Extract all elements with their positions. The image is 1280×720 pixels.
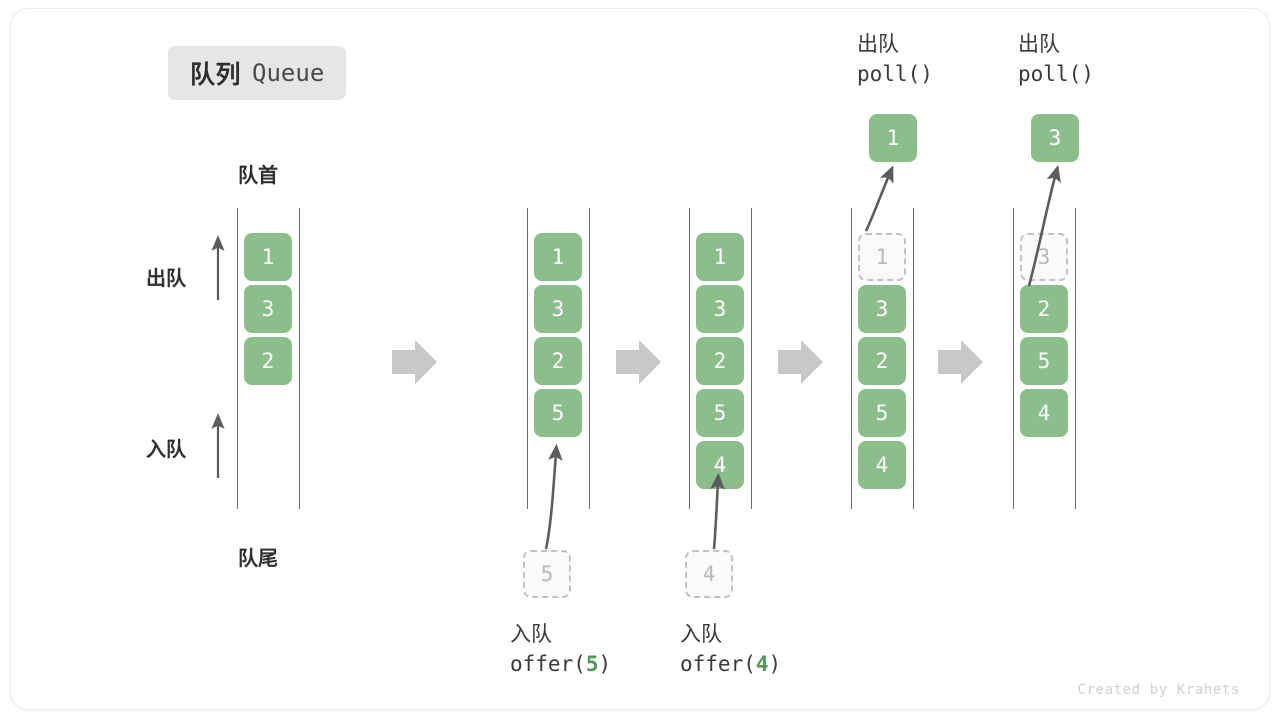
poll-1-cn: 出队 <box>857 33 899 56</box>
queue-cell-after-poll-1-0: 1 <box>858 233 906 281</box>
queue-rail-right-after-poll-1 <box>913 208 914 509</box>
offer-5-arg: 5 <box>585 651 599 676</box>
offer-5-code-suffix: ) <box>598 651 612 676</box>
poll-2-code: poll() <box>1018 61 1094 86</box>
queue-cell-after-poll-3-2: 5 <box>1020 337 1068 385</box>
offer-4-code: offer(4) <box>680 650 781 680</box>
queue-cell-after-offer-5-2: 2 <box>534 337 582 385</box>
queue-cell-after-poll-3-1: 2 <box>1020 285 1068 333</box>
queue-cell-after-poll-3-0: 3 <box>1020 233 1068 281</box>
card-frame <box>10 8 1270 710</box>
title-en: Queue <box>252 59 325 87</box>
queue-cell-after-poll-1-4: 4 <box>858 441 906 489</box>
enqueue-direction-label: 入队 <box>146 439 186 461</box>
offer-4-code-prefix: offer( <box>680 651 756 676</box>
diagram-title-badge: 队列 Queue <box>168 46 347 100</box>
outgoing-cell-after-poll-1: 1 <box>869 114 917 162</box>
title-cn: 队列 <box>190 61 242 89</box>
poll-2-cn: 出队 <box>1018 33 1060 56</box>
offer-5-cn: 入队 <box>510 623 552 646</box>
queue-rail-right-initial <box>299 208 300 509</box>
outgoing-cell-after-poll-3: 3 <box>1031 114 1079 162</box>
queue-cell-after-offer-4-4: 4 <box>696 441 744 489</box>
offer-4-cn: 入队 <box>680 623 722 646</box>
queue-cell-after-poll-1-3: 5 <box>858 389 906 437</box>
queue-head-label: 队首 <box>238 165 278 187</box>
queue-rail-right-after-offer-5 <box>589 208 590 509</box>
incoming-cell-after-offer-4: 4 <box>685 550 733 598</box>
queue-cell-initial-2: 2 <box>244 337 292 385</box>
offer-operation-4: 入队 offer(4) <box>680 620 781 680</box>
queue-cell-after-offer-5-3: 5 <box>534 389 582 437</box>
queue-rail-left-after-offer-5 <box>527 208 528 509</box>
offer-5-code: offer(5) <box>510 650 611 680</box>
queue-cell-after-poll-1-1: 3 <box>858 285 906 333</box>
queue-cell-after-offer-4-1: 3 <box>696 285 744 333</box>
offer-5-code-prefix: offer( <box>510 651 586 676</box>
offer-operation-5: 入队 offer(5) <box>510 620 611 680</box>
queue-rail-left-initial <box>237 208 238 509</box>
queue-cell-after-offer-4-2: 2 <box>696 337 744 385</box>
poll-1-code: poll() <box>857 61 933 86</box>
poll-operation-1: 出队 poll() <box>857 30 933 90</box>
queue-tail-label: 队尾 <box>238 548 278 570</box>
queue-rail-right-after-offer-4 <box>751 208 752 509</box>
queue-cell-after-offer-5-1: 3 <box>534 285 582 333</box>
incoming-cell-after-offer-5: 5 <box>523 550 571 598</box>
poll-operation-2: 出队 poll() <box>1018 30 1094 90</box>
queue-cell-after-poll-1-2: 2 <box>858 337 906 385</box>
queue-cell-after-offer-4-3: 5 <box>696 389 744 437</box>
queue-cell-initial-1: 3 <box>244 285 292 333</box>
queue-cell-after-poll-3-3: 4 <box>1020 389 1068 437</box>
queue-cell-after-offer-4-0: 1 <box>696 233 744 281</box>
offer-4-arg: 4 <box>755 651 769 676</box>
queue-rail-right-after-poll-3 <box>1075 208 1076 509</box>
offer-4-code-suffix: ) <box>768 651 782 676</box>
queue-cell-initial-0: 1 <box>244 233 292 281</box>
watermark-credit: Created by Krahets <box>1077 682 1240 698</box>
queue-rail-left-after-offer-4 <box>689 208 690 509</box>
dequeue-direction-label: 出队 <box>146 268 186 290</box>
queue-rail-left-after-poll-1 <box>851 208 852 509</box>
queue-cell-after-offer-5-0: 1 <box>534 233 582 281</box>
queue-rail-left-after-poll-3 <box>1013 208 1014 509</box>
